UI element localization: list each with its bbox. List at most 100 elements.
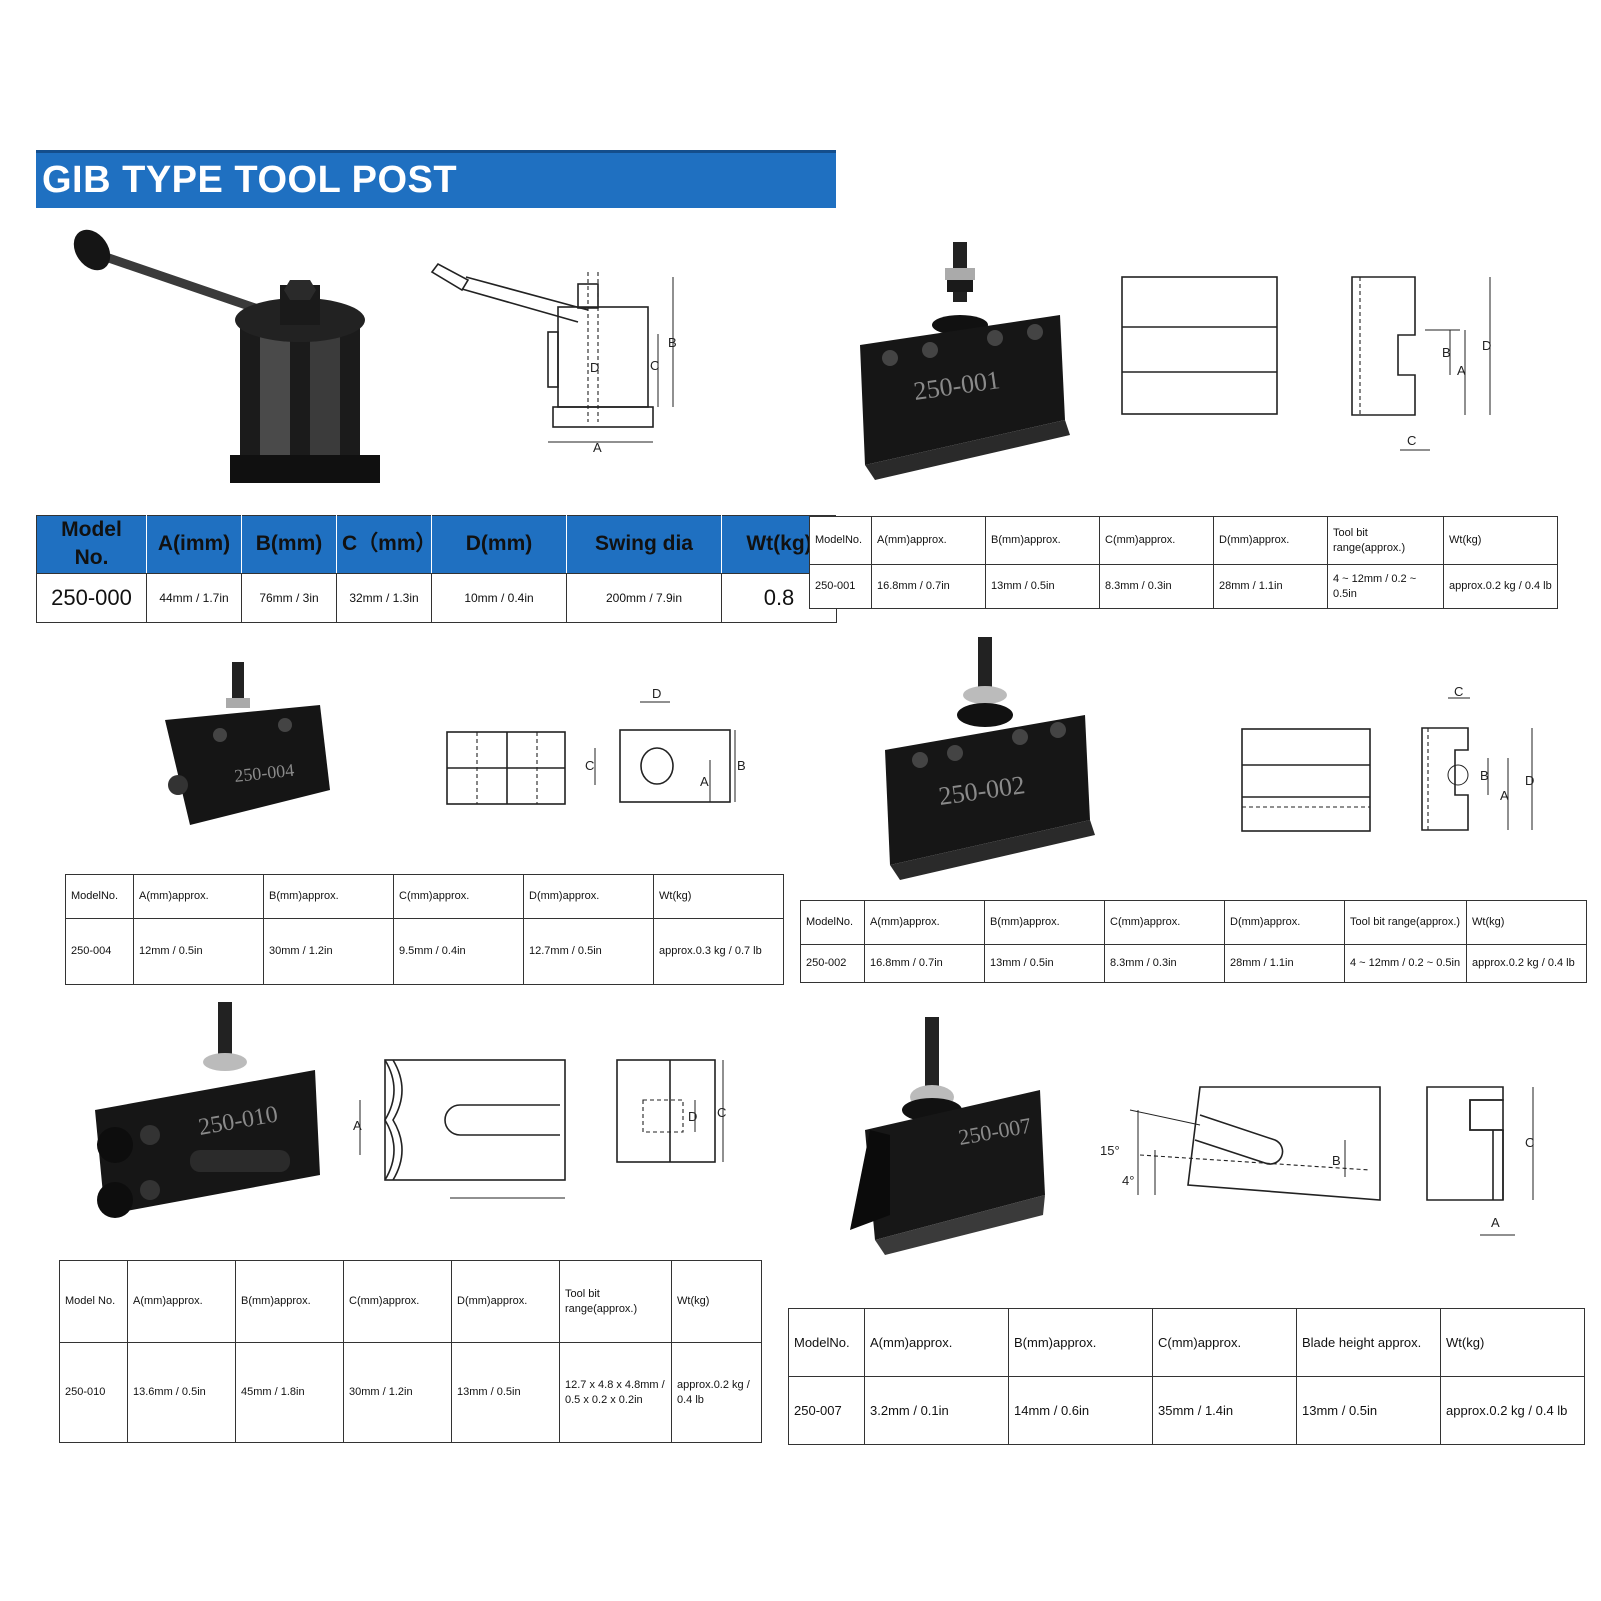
cell-c: 35mm / 1.4in [1152, 1376, 1297, 1445]
cell-c: 9.5mm / 0.4in [393, 918, 524, 985]
dim-label-a: A [1457, 363, 1466, 378]
spec-table-250-000: Model No. A(imm) B(mm) C（mm） D(mm) Swing… [36, 515, 837, 623]
header-model-no: ModelNo. [800, 900, 865, 945]
spec-table-250-001: ModelNo. A(mm)approx. B(mm)approx. C(mm)… [809, 516, 1558, 609]
holder-250-007-end-drawing: C A [1426, 1086, 1534, 1236]
header-d: D(mm)approx. [1213, 516, 1328, 565]
cell-weight: approx.0.2 kg / 0.4 lb [1440, 1376, 1585, 1445]
dim-label-c: C [650, 358, 659, 373]
holder-250-001-end-drawing: B A D C [1351, 276, 1491, 451]
header-d: D(mm) [431, 515, 567, 574]
spec-table-250-007: ModelNo. A(mm)approx. B(mm)approx. C(mm)… [788, 1308, 1585, 1445]
cell-a: 12mm / 0.5in [133, 918, 264, 985]
header-weight: Wt(kg) [1440, 1308, 1585, 1377]
header-b: B(mm) [241, 515, 337, 574]
dim-label-b: B [1442, 345, 1451, 360]
cell-tool-bit-range: 4 ~ 12mm / 0.2 ~ 0.5in [1327, 564, 1444, 609]
dim-label-d: D [590, 360, 599, 375]
header-a: A(mm)approx. [133, 874, 264, 919]
page-title: GIB TYPE TOOL POST [42, 159, 458, 201]
header-c: C(mm)approx. [393, 874, 524, 919]
header-c: C(mm)approx. [1099, 516, 1214, 565]
header-b: B(mm)approx. [1008, 1308, 1153, 1377]
cell-model: 250-007 [788, 1376, 865, 1445]
dim-label-d: D [688, 1109, 697, 1124]
cell-b: 30mm / 1.2in [263, 918, 394, 985]
holder-250-010-side-drawing: A [353, 1059, 566, 1199]
cell-c: 8.3mm / 0.3in [1099, 564, 1214, 609]
holder-250-002-side-drawing [1241, 728, 1371, 832]
cell-d: 12.7mm / 0.5in [523, 918, 654, 985]
header-a: A(mm)approx. [864, 1308, 1009, 1377]
header-tool-bit-range: Tool bit range(approx.) [559, 1260, 672, 1343]
cell-weight: approx.0.2 kg / 0.4 lb [671, 1342, 762, 1443]
header-model-no: ModelNo. [788, 1308, 865, 1377]
header-b: B(mm)approx. [235, 1260, 344, 1343]
cell-model: 250-000 [36, 572, 147, 623]
holder-250-004-end-drawing: D C A B [585, 686, 746, 803]
dim-label-b: B [737, 758, 746, 773]
dim-label-a: A [700, 774, 709, 789]
header-model-no: ModelNo. [809, 516, 872, 565]
dim-label-b: B [1332, 1153, 1341, 1168]
cell-c: 32mm / 1.3in [336, 572, 432, 623]
cell-b: 45mm / 1.8in [235, 1342, 344, 1443]
spec-table-250-004: ModelNo. A(mm)approx. B(mm)approx. C(mm)… [65, 874, 784, 985]
cell-model: 250-004 [65, 918, 134, 985]
cell-weight: approx.0.2 kg / 0.4 lb [1466, 944, 1587, 983]
cell-weight: approx.0.2 kg / 0.4 lb [1443, 564, 1558, 609]
dim-label-b: B [1480, 768, 1489, 783]
cell-a: 44mm / 1.7in [146, 572, 242, 623]
header-d: D(mm)approx. [451, 1260, 560, 1343]
header-weight: Wt(kg) [671, 1260, 762, 1343]
cell-blade-height: 13mm / 0.5in [1296, 1376, 1441, 1445]
cell-a: 13.6mm / 0.5in [127, 1342, 236, 1443]
dim-label-d: D [652, 686, 661, 701]
header-c: C(mm)approx. [1104, 900, 1225, 945]
header-c: C(mm)approx. [343, 1260, 452, 1343]
holder-250-001-photo: 250-001 [860, 242, 1070, 480]
header-b: B(mm)approx. [984, 900, 1105, 945]
dim-label-d: D [1482, 338, 1491, 353]
header-tool-bit-range: Tool bit range(approx.) [1327, 516, 1444, 565]
tool-post-drawing: B C D A [430, 262, 677, 455]
dim-label-c: C [1454, 684, 1463, 699]
title-banner: GIB TYPE TOOL POST [36, 150, 836, 208]
cell-b: 13mm / 0.5in [985, 564, 1100, 609]
dim-label-a: A [353, 1118, 362, 1133]
cell-tool-bit-range: 12.7 x 4.8 x 4.8mm / 0.5 x 0.2 x 0.2in [559, 1342, 672, 1443]
angle-label-15: 15° [1100, 1143, 1120, 1158]
cell-b: 13mm / 0.5in [984, 944, 1105, 983]
header-b: B(mm)approx. [263, 874, 394, 919]
dim-label-c: C [1407, 433, 1416, 448]
dim-label-a: A [593, 440, 602, 455]
dim-label-c: C [717, 1105, 726, 1120]
cell-model: 250-010 [59, 1342, 128, 1443]
header-c: C（mm） [336, 515, 432, 574]
header-weight: Wt(kg) [1443, 516, 1558, 565]
cell-b: 14mm / 0.6in [1008, 1376, 1153, 1445]
header-c: C(mm)approx. [1152, 1308, 1297, 1377]
holder-250-001-side-drawing [1121, 276, 1278, 415]
cell-weight: approx.0.3 kg / 0.7 lb [653, 918, 784, 985]
cell-swing-dia: 200mm / 7.9in [566, 572, 722, 623]
tool-post-photo [73, 229, 380, 483]
spec-table-250-010: Model No. A(mm)approx. B(mm)approx. C(mm… [59, 1260, 762, 1443]
cell-model: 250-001 [809, 564, 872, 609]
header-swing-dia: Swing dia [566, 515, 722, 574]
cell-d: 13mm / 0.5in [451, 1342, 560, 1443]
cell-a: 16.8mm / 0.7in [871, 564, 986, 609]
header-weight: Wt(kg) [1466, 900, 1587, 945]
dim-label-d: D [1525, 773, 1534, 788]
header-a: A(mm)approx. [864, 900, 985, 945]
holder-250-002-photo: 250-002 [885, 637, 1095, 880]
spec-table-250-002: ModelNo. A(mm)approx. B(mm)approx. C(mm)… [800, 900, 1587, 983]
dim-label-a: A [1500, 788, 1509, 803]
header-b: B(mm)approx. [985, 516, 1100, 565]
dim-label-c: C [585, 758, 594, 773]
header-d: D(mm)approx. [523, 874, 654, 919]
holder-250-007-photo: 250-007 [850, 1017, 1045, 1255]
holder-250-004-photo: 250-004 [165, 662, 330, 825]
header-a: A(imm) [146, 515, 242, 574]
header-blade-height: Blade height approx. [1296, 1308, 1441, 1377]
